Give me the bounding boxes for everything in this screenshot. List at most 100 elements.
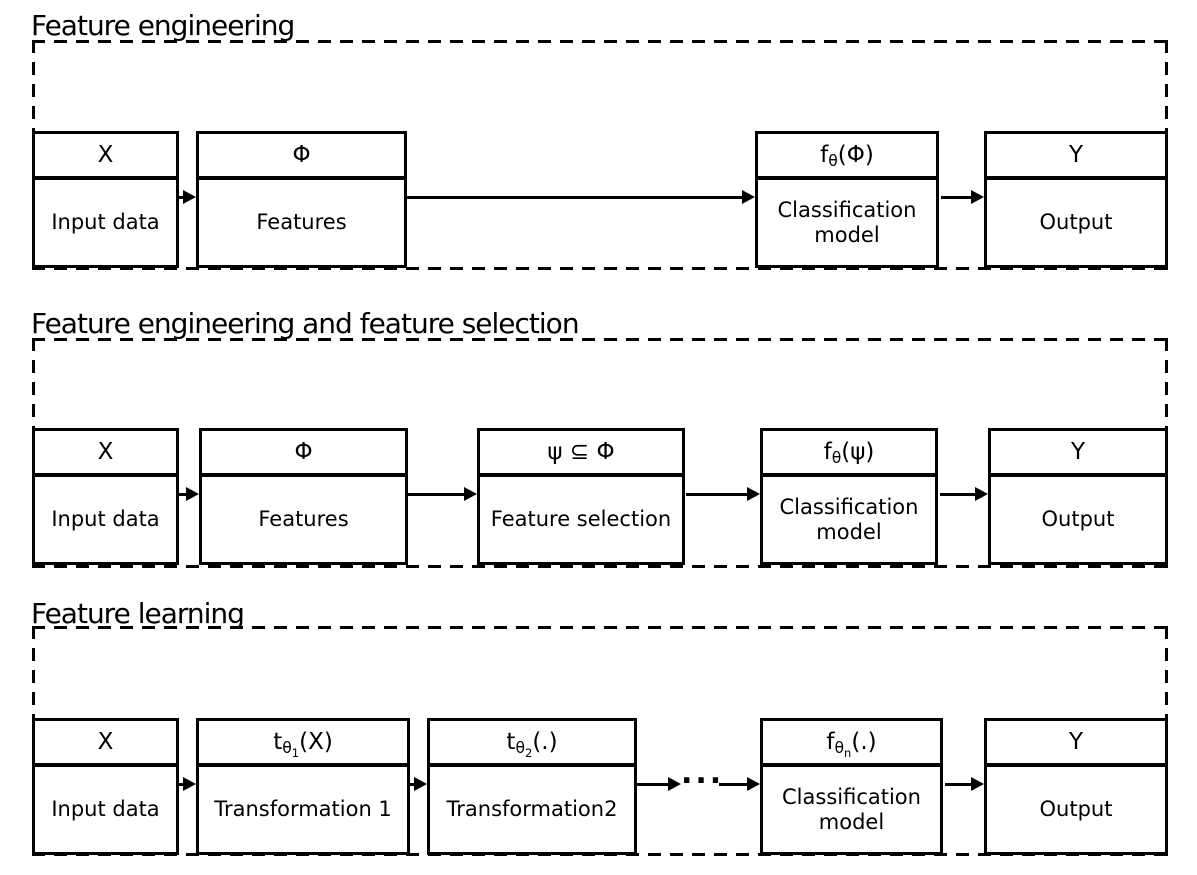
header-part: f <box>820 142 829 168</box>
header-part: f <box>823 439 832 465</box>
header-part: t <box>273 729 283 755</box>
flow-arrow-head-icon <box>975 487 988 501</box>
header-part: (Φ) <box>837 142 874 168</box>
flow-arrow-line <box>637 783 670 786</box>
ellipsis: ... <box>681 756 725 791</box>
header-part: X <box>97 729 114 755</box>
box-features: Φ Features <box>196 131 407 268</box>
box-label: Input data <box>51 797 160 822</box>
header-part: X <box>97 142 114 168</box>
flow-arrow-head-icon <box>971 777 984 791</box>
box-header: X <box>35 134 176 180</box>
box-header: Φ <box>202 431 405 477</box>
box-header: Φ <box>199 134 404 180</box>
box-header: Y <box>987 721 1165 767</box>
box-header: X <box>35 431 176 477</box>
header-part: (ψ) <box>841 439 875 465</box>
header-part: t <box>506 729 516 755</box>
box-output: Y Output <box>984 718 1168 855</box>
box-label: Input data <box>51 210 160 235</box>
header-part: Y <box>1070 439 1086 465</box>
flow-arrow-head-icon <box>464 487 477 501</box>
box-feature-selection: ψ ⊆ Φ Feature selection <box>477 428 685 565</box>
box-input-data: X Input data <box>32 718 179 855</box>
header-part: f <box>826 729 835 755</box>
header-part: 1 <box>291 745 300 760</box>
box-label: Output <box>1041 507 1115 532</box>
box-output: Y Output <box>988 428 1168 565</box>
header-part: X <box>97 439 114 465</box>
flow-arrow-line <box>410 783 416 786</box>
flow-arrow-head-icon <box>747 777 760 791</box>
flow-arrow-head-icon <box>183 190 196 204</box>
flow-arrow-line <box>179 196 185 199</box>
box-label: Classification model <box>782 784 921 834</box>
flow-arrow-line <box>686 493 749 496</box>
section-title: Feature learning <box>31 597 245 630</box>
header-part: Φ <box>292 142 311 168</box>
section-title: Feature engineering and feature selectio… <box>31 307 580 340</box>
flow-arrow-line <box>179 493 188 496</box>
box-output: Y Output <box>984 131 1168 268</box>
flow-arrow-line <box>407 196 744 199</box>
flow-arrow-head-icon <box>971 190 984 204</box>
flow-arrow-head-icon <box>747 487 760 501</box>
header-part: θ <box>515 738 525 758</box>
dashed-border-top <box>32 626 1168 629</box>
dashed-border-bottom <box>32 267 1168 270</box>
flow-arrow-head-icon <box>742 190 755 204</box>
box-label: Transformation 1 <box>214 797 392 822</box>
box-label: Input data <box>51 507 160 532</box>
header-part: θ <box>834 738 845 758</box>
flow-arrow-line <box>940 493 977 496</box>
dashed-border-bottom <box>32 565 1168 568</box>
flow-arrow-head-icon <box>414 777 427 791</box>
flow-arrow-head-icon <box>186 487 199 501</box>
flow-arrow-line <box>179 783 185 786</box>
box-header: Y <box>987 134 1165 180</box>
header-part: Y <box>1068 142 1084 168</box>
box-input-data: X Input data <box>32 428 179 565</box>
header-part: (X) <box>299 729 333 755</box>
box-label: Transformation2 <box>446 797 618 822</box>
box-label: Classification model <box>777 197 917 247</box>
box-input-data: X Input data <box>32 131 179 268</box>
box-header: X <box>35 721 176 767</box>
header-part: θ <box>831 448 842 468</box>
box-label: Features <box>258 507 349 532</box>
header-part: θ <box>828 151 838 171</box>
header-part: Φ <box>294 439 313 465</box>
header-part: Y <box>1068 729 1084 755</box>
box-label: Features <box>256 210 347 235</box>
header-part: (.) <box>851 729 877 755</box>
box-header: Y <box>991 431 1165 477</box>
header-part: (.) <box>532 729 558 755</box>
box-label: Feature selection <box>490 507 672 532</box>
flow-arrow-line <box>945 783 973 786</box>
box-label: Output <box>1039 797 1113 822</box>
header-part: ψ ⊆ Φ <box>547 439 615 465</box>
dashed-border-top <box>32 338 1168 341</box>
box-label: Output <box>1039 210 1113 235</box>
flow-arrow-head-icon <box>668 777 681 791</box>
flow-arrow-head-icon <box>183 777 196 791</box>
flow-arrow-line <box>719 783 749 786</box>
header-part: n <box>844 745 852 760</box>
dashed-border-top <box>32 40 1168 43</box>
flow-arrow-line <box>408 493 466 496</box>
header-part: 2 <box>525 745 533 760</box>
box-features: Φ Features <box>199 428 408 565</box>
box-header: ψ ⊆ Φ <box>480 431 682 477</box>
